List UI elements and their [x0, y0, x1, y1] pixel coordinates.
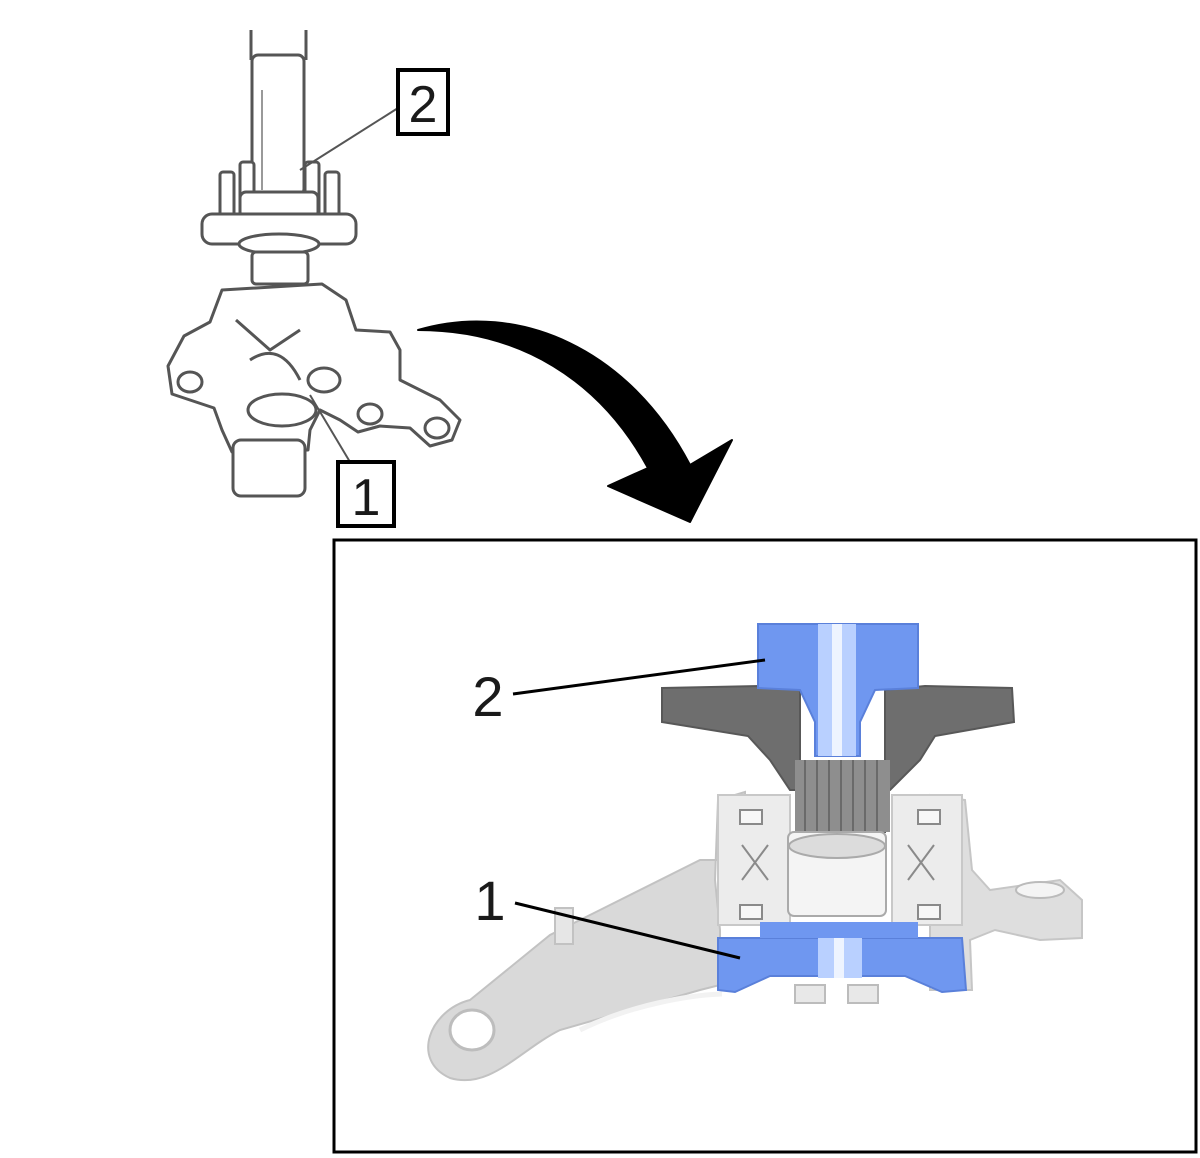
detail-callout-2: 2 — [472, 658, 766, 728]
overview-callout-2: 2 — [299, 68, 450, 171]
overview-callout-1: 1 — [309, 394, 396, 528]
steering-knuckle — [427, 790, 746, 1081]
knuckle-arm-hole — [448, 1008, 496, 1052]
overview-callout-1-label: 1 — [352, 469, 381, 527]
detail-callout-1-label: 1 — [474, 869, 505, 932]
detail-callout-1: 1 — [474, 869, 741, 960]
overview-callout-2-label: 2 — [409, 76, 438, 134]
detail-callout-2-label: 2 — [472, 665, 503, 728]
curved-arrow — [417, 320, 733, 523]
overview-hub-assembly — [166, 30, 462, 498]
detail-cross-section — [427, 623, 1083, 1081]
